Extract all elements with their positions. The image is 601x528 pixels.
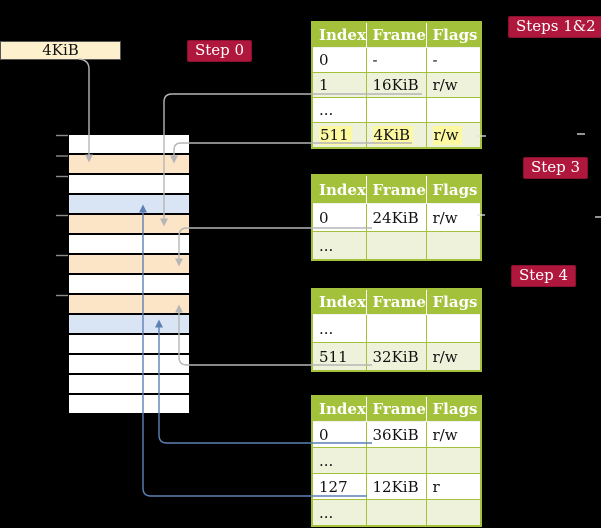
table-cell: 127	[311, 473, 367, 500]
table-cell	[365, 97, 427, 123]
table-row: 511 4KiB r/w	[311, 122, 482, 149]
memory-row-1-free	[69, 135, 189, 153]
column-header: Index	[312, 175, 367, 204]
table-cell: 511	[311, 122, 367, 149]
table-cell	[365, 499, 427, 527]
table-cell: 511	[311, 342, 367, 372]
table-cell: ...	[311, 314, 367, 343]
memory-tick-marks	[56, 134, 68, 297]
table-cell: ...	[311, 499, 367, 527]
table-cell: 0	[311, 421, 367, 448]
badge-steps-1-2: Steps 1&2	[508, 16, 601, 38]
table-cell: r/w	[425, 72, 482, 98]
table-cell: ...	[311, 447, 367, 474]
column-header: Index	[312, 396, 367, 422]
memory-row-6-free	[69, 235, 189, 253]
column-header: Frame	[366, 22, 427, 48]
table-cell: r/w	[425, 122, 482, 149]
table-cell	[425, 314, 482, 343]
table-row: ...	[311, 499, 482, 527]
physical-memory-column	[69, 135, 189, 415]
badge-step-0: Step 0	[187, 40, 253, 62]
column-header: Frame	[366, 175, 427, 204]
table-cell	[365, 314, 427, 343]
table-cell: 16KiB	[365, 72, 427, 98]
memory-row-4-data	[69, 195, 189, 213]
badge-step-3: Step 3	[523, 157, 589, 179]
column-header: Flags	[426, 175, 481, 204]
column-header: Flags	[426, 289, 481, 315]
column-header: Index	[312, 22, 367, 48]
highlighted-value: r/w	[432, 126, 462, 145]
highlighted-value: 4KiB	[372, 126, 414, 145]
table-cell	[365, 231, 427, 261]
table-cell: r/w	[425, 421, 482, 448]
table-cell: r/w	[425, 342, 482, 372]
table-cell	[425, 97, 482, 123]
table-cell: -	[365, 47, 427, 73]
table-row: ...	[311, 314, 482, 343]
table-row: ...	[311, 447, 482, 474]
column-header: Flags	[426, 396, 481, 422]
table-cell: 4KiB	[365, 122, 427, 149]
column-header: Flags	[426, 22, 481, 48]
table-cell: ...	[311, 231, 367, 261]
table-cell	[425, 231, 482, 261]
table-row: 0--	[311, 47, 482, 73]
memory-row-3-free	[69, 175, 189, 193]
frame-size-label: 4KiB	[42, 41, 79, 59]
column-header: Index	[312, 289, 367, 315]
memory-row-2-table	[69, 155, 189, 173]
table-cell: r/w	[425, 203, 482, 232]
memory-row-7-table	[69, 255, 189, 273]
table-row: ...	[311, 231, 482, 261]
table-cell	[365, 447, 427, 474]
memory-row-11-free	[69, 335, 189, 353]
memory-row-14-free	[69, 395, 189, 413]
table-cell: 12KiB	[365, 473, 427, 500]
table-cell: 0	[311, 203, 367, 232]
memory-row-5-table	[69, 215, 189, 233]
column-header: Frame	[366, 289, 427, 315]
table-cell	[425, 499, 482, 527]
table-row: ...	[311, 97, 482, 123]
memory-row-12-free	[69, 355, 189, 373]
memory-row-10-data	[69, 315, 189, 333]
frame-size-box: 4KiB	[0, 41, 121, 60]
table-cell: ...	[311, 97, 367, 123]
column-header: Frame	[366, 396, 427, 422]
table-cell: 24KiB	[365, 203, 427, 232]
table-cell: -	[425, 47, 482, 73]
memory-row-9-table	[69, 295, 189, 313]
memory-row-8-free	[69, 275, 189, 293]
table-cell: 32KiB	[365, 342, 427, 372]
table-cell: r	[425, 473, 482, 500]
memory-row-13-free	[69, 375, 189, 393]
table-cell: 1	[311, 72, 367, 98]
table-cell	[425, 447, 482, 474]
badge-step-4: Step 4	[511, 265, 577, 287]
table-cell: 36KiB	[365, 421, 427, 448]
highlighted-value: 511	[319, 126, 352, 145]
table-cell: 0	[311, 47, 367, 73]
